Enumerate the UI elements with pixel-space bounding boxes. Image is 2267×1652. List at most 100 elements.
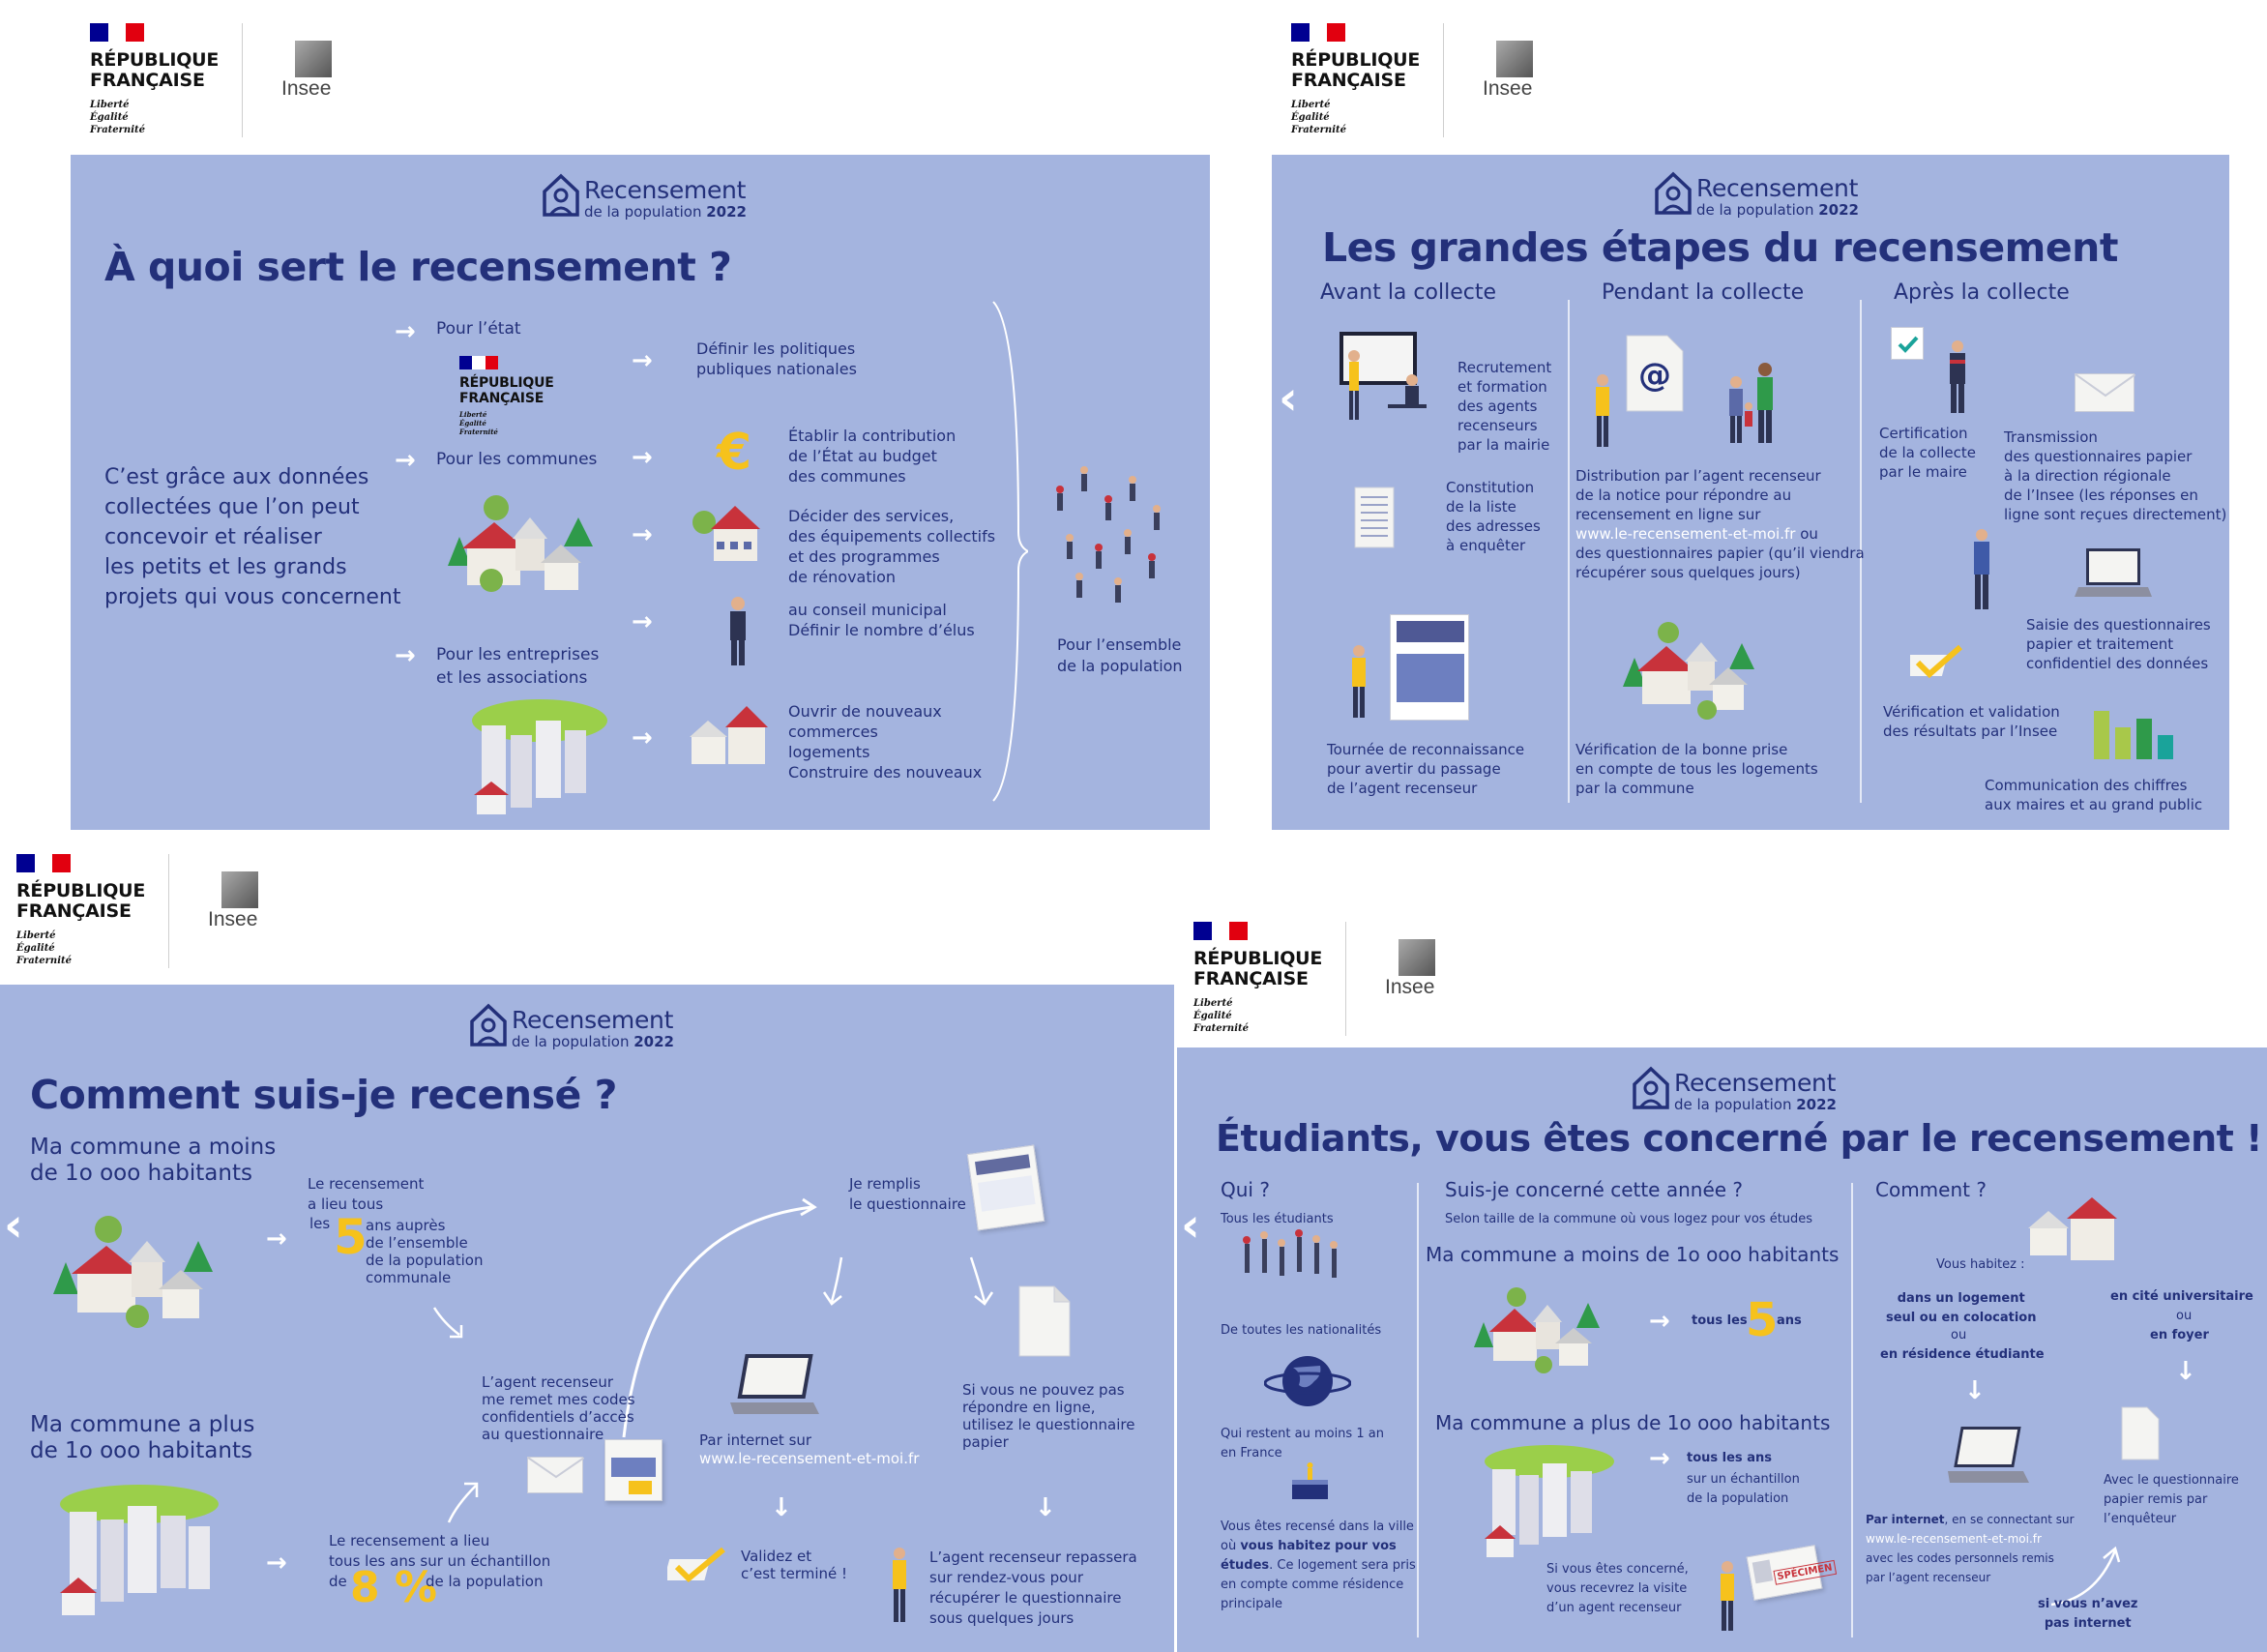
internet-label: Par internet sur [699, 1431, 812, 1449]
page-title: Étudiants, vous êtes concerné par le rec… [1216, 1117, 2262, 1160]
city-illustration [1485, 1444, 1615, 1560]
year-label: 2022 [633, 1033, 674, 1050]
recensement-logo: Recensement de la population 2022 [542, 172, 754, 224]
contribution-label: Établir la contribution de l’État au bud… [788, 427, 957, 486]
connectant-label: , en se connectant sur [1944, 1513, 2075, 1526]
laptop-icon [2075, 546, 2152, 605]
house-person-icon [470, 1003, 507, 1047]
header-divider [1345, 922, 1346, 1036]
republique-francaise-label: RÉPUBLIQUE FRANÇAISE [1291, 49, 1421, 91]
recensement-link[interactable]: www.le-recensement-et-moi.fr [1575, 525, 1796, 543]
arrow-down-right-icon [430, 1304, 469, 1342]
foyer-label: en foyer [2150, 1328, 2209, 1342]
curve-arrow-icon [2047, 1541, 2125, 1608]
laptop-icon [1946, 1425, 2033, 1492]
validation-label: Vérification et validation des résultats… [1883, 703, 2060, 740]
arrow-right-icon: → [395, 641, 416, 670]
motto-label: Liberté Égalité Fraternité [1291, 100, 1346, 135]
papier-text: Si vous ne pouvez pas répondre en ligne,… [962, 1381, 1135, 1451]
remplis-label: Je remplis le questionnaire [849, 1175, 966, 1213]
checkbox-icon [1891, 327, 1924, 360]
lieu-text-b: ans auprès de l’ensemble de la populatio… [366, 1217, 484, 1286]
recensement-label: Recensement [512, 1006, 674, 1034]
arrow-down-right-icon [967, 1255, 996, 1309]
header-slide-2: RÉPUBLIQUE FRANÇAISE Liberté Égalité Fra… [1291, 23, 1736, 159]
agent-figure-icon [1347, 643, 1370, 721]
annuel-de-label: de [329, 1573, 347, 1590]
col-pendant-heading: Pendant la collecte [1602, 280, 1805, 305]
qui-heading: Qui ? [1221, 1178, 1270, 1201]
distribution-label: Distribution par l’agent recenseur de la… [1575, 467, 1821, 523]
ville-label-c: . Ce logement sera pris en compte comme … [1221, 1558, 1416, 1611]
year-label: 2022 [1796, 1096, 1837, 1113]
republique-logo-small: RÉPUBLIQUE FRANÇAISE Liberté Égalité Fra… [459, 356, 566, 443]
globe-icon [1263, 1352, 1352, 1410]
insee-label: Insee [208, 908, 258, 930]
check-yellow-icon [663, 1546, 731, 1588]
header-divider [168, 854, 169, 968]
header-slide-1: RÉPUBLIQUE FRANÇAISE Liberté Égalité Fra… [90, 23, 535, 159]
french-flag-icon [1193, 922, 1249, 940]
page-title: À quoi sert le recensement ? [104, 244, 732, 290]
motto-label: Liberté Égalité Fraternité [90, 100, 145, 135]
house-person-icon [1633, 1066, 1669, 1109]
questionnaire-icon [966, 1144, 1045, 1231]
arrow-right-icon: → [1649, 1307, 1670, 1336]
transmission-label: Transmission des questionnaires papier à… [2004, 428, 2227, 523]
chart-bar-icon [2115, 727, 2131, 759]
insee-label: Insee [281, 77, 332, 100]
constitution-label: Constitution de la liste des adresses à … [1446, 479, 1541, 554]
chevron-left-icon[interactable]: ‹ [4, 1198, 23, 1253]
insee-logo: Insee [208, 871, 266, 930]
city-illustration [472, 696, 607, 817]
chevron-left-icon[interactable]: ‹ [1279, 371, 1298, 426]
column-divider [1417, 1183, 1419, 1637]
email-document-icon: @ [1625, 334, 1685, 413]
par-internet-text: Par internet, en se connectant sur www.l… [1866, 1510, 2075, 1587]
chart-bar-icon [2094, 711, 2109, 759]
annuel-pop-label: de la population [426, 1573, 544, 1590]
recensement-label: Recensement [1674, 1069, 1837, 1097]
commune-moins-heading: Ma commune a moins de 1o ooo habitants [1426, 1243, 1840, 1266]
commerces-label: Ouvrir de nouveaux commerces logements C… [788, 702, 983, 782]
distribution-or-label: ou [1795, 525, 1818, 543]
arrow-right-icon: → [266, 1224, 287, 1254]
population-year-label: de la population 2022 [584, 203, 747, 221]
slide-a-quoi-sert: Recensement de la population 2022 À quoi… [71, 155, 1210, 830]
internet-link[interactable]: www.le-recensement-et-moi.fr [699, 1450, 920, 1467]
arrow-right-icon: → [395, 317, 416, 346]
commune-plus-heading: Ma commune a plus de 1o ooo habitants [30, 1412, 255, 1463]
arrow-right-icon: → [266, 1549, 287, 1578]
recensement-link[interactable]: www.le-recensement-et-moi.fr [1866, 1532, 2042, 1546]
codes-label: avec les codes personnels remis par l’ag… [1866, 1551, 2054, 1584]
french-flag-icon [459, 356, 498, 369]
recensement-logo: Recensement de la population 2022 [1632, 1065, 1844, 1117]
laptop-icon [730, 1352, 827, 1422]
five-years-value: 5 [1746, 1293, 1779, 1347]
birthday-cake-icon [1288, 1459, 1332, 1502]
insee-logo: Insee [281, 41, 339, 100]
population-label: de la population [512, 1033, 630, 1050]
euro-icon: € [717, 424, 752, 482]
lieu-text-a: Le recensement a lieu tous [308, 1175, 425, 1213]
par-internet-label: Par internet [1866, 1513, 1945, 1526]
motto-label: Liberté Égalité Fraternité [16, 930, 72, 966]
column-divider [1851, 1183, 1853, 1637]
house-person-icon [1655, 171, 1692, 215]
slide-etudiants: Recensement de la population 2022 Étudia… [1177, 1047, 2267, 1652]
ensemble-label: Pour l’ensemble de la population [1057, 635, 1183, 675]
tous-les-label: tous les [1692, 1313, 1748, 1328]
chevron-left-icon[interactable]: ‹ [1181, 1198, 1200, 1253]
visite-label: Si vous êtes concerné, vous recevrez la … [1546, 1562, 1689, 1615]
slide-comment-recense: Recensement de la population 2022 Commen… [0, 985, 1174, 1652]
arrow-down-icon: ↓ [1964, 1376, 1986, 1405]
arrow-down-icon: ↓ [771, 1493, 792, 1522]
envelope-icon [527, 1457, 585, 1493]
selon-label: Selon taille de la commune où vous logez… [1445, 1212, 1813, 1226]
logement-label: dans un logement seul ou en colocation [1886, 1291, 2037, 1325]
restent-label: Qui restent au moins 1 an en France [1221, 1427, 1384, 1460]
arrow-right-icon: → [395, 446, 416, 475]
recensement-label: Recensement [1696, 174, 1859, 202]
paper-document-icon [1017, 1284, 1072, 1358]
french-flag-icon [16, 854, 72, 872]
